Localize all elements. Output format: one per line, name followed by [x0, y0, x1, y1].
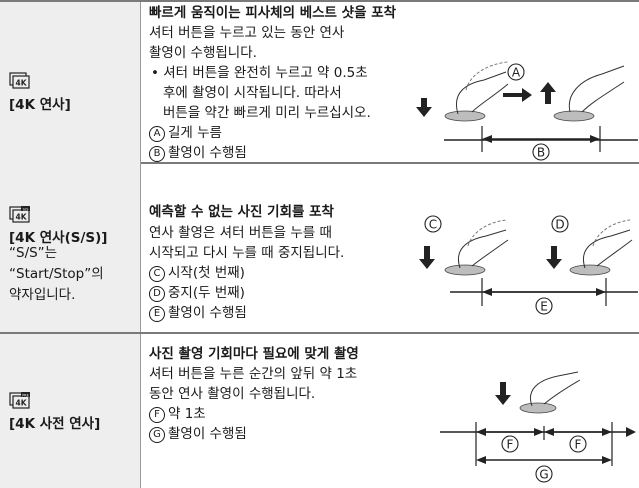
desc-line: 촬영이 수행됩니다.	[149, 45, 257, 61]
mode-label: [4K 연사]	[9, 97, 71, 113]
icon-top-badge: PRE	[22, 393, 29, 397]
marker-f	[569, 435, 587, 453]
mode-cell: 4K [4K 연사]	[0, 2, 140, 162]
mode-label: [4K 연사(S/S)]	[9, 230, 108, 246]
legend-text: 중지(두 번째)	[168, 285, 245, 301]
row-heading: 예측할 수 없는 사진 기회를 포착	[149, 204, 334, 220]
icon-badge: 4K	[15, 399, 27, 408]
finger-icon	[456, 71, 507, 115]
legend-marker: F	[149, 407, 165, 423]
press-arrow-icon	[421, 98, 427, 108]
finger-icon	[458, 229, 507, 269]
description-cell: 예측할 수 없는 사진 기회를 포착 연사 촬영은 셔터 버튼을 누를 때 시작…	[140, 162, 639, 332]
bullet-line: 버튼을 약간 빠르게 미리 누르십시오.	[163, 105, 371, 121]
mode-cell: PRE 4K [4K 사전 연사]	[0, 334, 140, 488]
icon-badge: 4K	[15, 79, 27, 88]
legend-marker: C	[149, 266, 165, 282]
legend-text: 시작(첫 번째)	[168, 265, 245, 281]
press-arrow-icon	[551, 246, 557, 260]
icon-top-badge: S/S	[23, 207, 29, 211]
row-4k-burst-ss: S/S 4K [4K 연사(S/S)] “S/S”는 “Start/Stop”의…	[0, 162, 639, 334]
row-heading: 빠르게 움직이는 피사체의 베스트 샷을 포착	[149, 5, 397, 21]
desc-line: 셔터 버튼을 누른 순간의 앞뒤 약 1초	[149, 366, 358, 382]
desc-line: 시작되고 다시 누를 때 중지됩니다.	[149, 245, 345, 261]
description-cell: 빠르게 움직이는 피사체의 베스트 샷을 포착 셔터 버튼을 누르고 있는 동안…	[140, 2, 639, 162]
legend-marker: G	[149, 427, 165, 443]
marker-b	[532, 143, 550, 161]
marker-label: B	[537, 146, 545, 160]
marker-e	[535, 297, 553, 315]
legend-marker: A	[149, 126, 165, 142]
legend-text: 길게 누름	[168, 125, 222, 141]
marker-label: D	[555, 218, 564, 232]
shutter-button	[444, 110, 486, 122]
marker-label: C	[429, 218, 437, 232]
arrow-right-icon	[503, 93, 523, 97]
mode-note: “S/S”는	[9, 245, 58, 261]
mode-cell: S/S 4K [4K 연사(S/S)] “S/S”는 “Start/Stop”의…	[0, 162, 140, 332]
press-arrow-icon	[424, 246, 430, 260]
marker-label: G	[539, 468, 548, 482]
mode-label: [4K 사전 연사]	[9, 416, 101, 432]
4k-pre-burst-icon: PRE 4K	[9, 392, 30, 409]
legend-text: 촬영이 수행됨	[168, 305, 247, 321]
marker-g	[535, 465, 553, 483]
marker-d	[551, 215, 569, 233]
4k-burst-ss-icon: S/S 4K	[9, 206, 30, 223]
legend-marker: D	[149, 286, 165, 302]
mode-note: “Start/Stop”의	[9, 266, 104, 282]
long-press-illustration: A B	[416, 61, 638, 161]
legend-text: 촬영이 수행됨	[168, 426, 247, 442]
description-cell: 사진 촬영 기회마다 필요에 맞게 촬영 셔터 버튼을 누른 순간의 앞뒤 약 …	[140, 334, 639, 488]
start-stop-illustration: C D E	[419, 215, 638, 315]
legend-text: 약 1초	[168, 406, 206, 422]
icon-badge: 4K	[15, 213, 27, 222]
bullet-line: • 셔터 버튼을 완전히 누르고 약 0.5초	[151, 65, 368, 81]
legend-marker: B	[149, 146, 165, 162]
marker-c	[424, 215, 442, 233]
legend-text: 촬영이 수행됨	[168, 145, 247, 161]
legend-marker: E	[149, 306, 165, 322]
release-arrow-icon	[545, 90, 551, 104]
marker-f	[501, 435, 519, 453]
4k-burst-icon: 4K	[9, 72, 30, 89]
bullet-line: 후에 촬영이 시작됩니다. 따라서	[163, 85, 342, 101]
row-4k-burst: 4K [4K 연사] 빠르게 움직이는 피사체의 베스트 샷을 포착 셔터 버튼…	[0, 0, 639, 164]
shutter-button	[519, 402, 557, 414]
finger-icon	[530, 371, 579, 407]
desc-line: 셔터 버튼을 누르고 있는 동안 연사	[149, 25, 345, 41]
row-4k-pre-burst: PRE 4K [4K 사전 연사] 사진 촬영 기회마다 필요에 맞게 촬영 셔…	[0, 334, 639, 488]
marker-a	[507, 63, 525, 81]
marker-label: F	[575, 438, 582, 452]
marker-label: F	[507, 438, 514, 452]
pre-burst-illustration: F F G	[440, 371, 636, 483]
desc-line: 동안 연사 촬영이 수행됩니다.	[149, 386, 316, 402]
marker-label: E	[540, 300, 548, 314]
press-arrow-icon	[500, 382, 506, 396]
mode-note: 약자입니다.	[9, 287, 76, 303]
desc-line: 연사 촬영은 셔터 버튼을 누를 때	[149, 225, 332, 241]
row-heading: 사진 촬영 기회마다 필요에 맞게 촬영	[149, 346, 359, 362]
marker-label: A	[512, 66, 521, 80]
